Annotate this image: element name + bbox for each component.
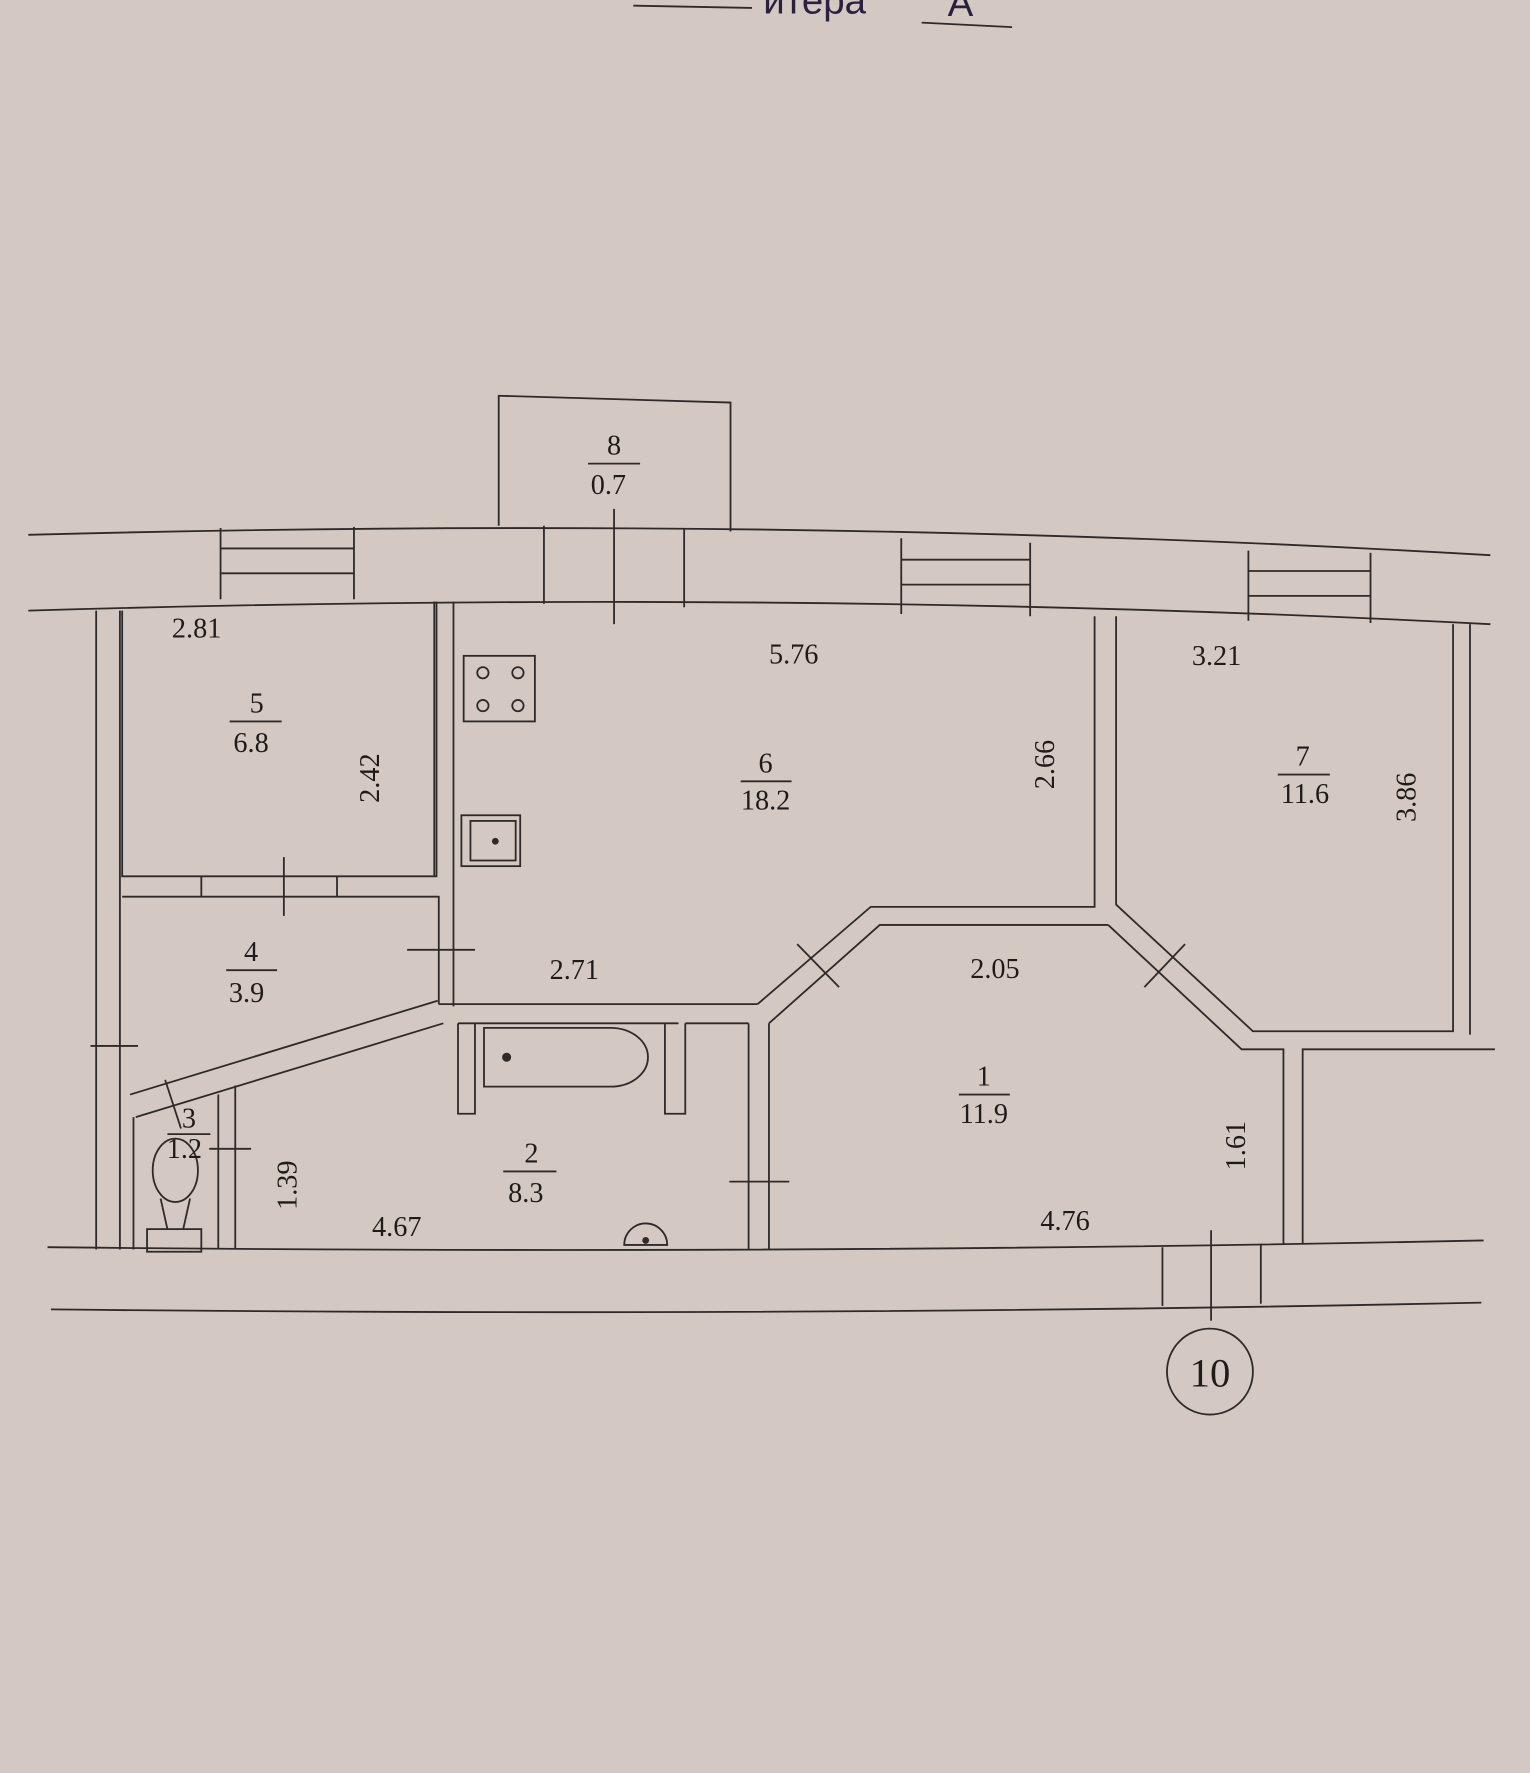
- room-4-label: 43.9: [226, 937, 278, 1009]
- svg-text:10: 10: [1190, 1350, 1231, 1395]
- svg-text:8.3: 8.3: [508, 1178, 543, 1209]
- room-7-label: 711.6: [1277, 742, 1330, 810]
- svg-text:11.6: 11.6: [1281, 779, 1329, 810]
- svg-text:11.9: 11.9: [960, 1099, 1008, 1130]
- svg-text:7: 7: [1296, 742, 1310, 773]
- svg-text:4.76: 4.76: [1040, 1206, 1089, 1237]
- room-2-label: 28.3: [503, 1138, 557, 1209]
- svg-text:2.42: 2.42: [355, 753, 386, 802]
- svg-text:4: 4: [244, 937, 258, 968]
- svg-text:1.2: 1.2: [167, 1134, 202, 1165]
- svg-text:3.21: 3.21: [1192, 641, 1241, 672]
- svg-text:1: 1: [977, 1062, 991, 1093]
- dimension-labels: 2.81 2.42 5.76 2.66 3.21 3.86 2.71 2.05 …: [172, 614, 1423, 1243]
- room-labels: 80.7 56.8 618.2 711.6 43.9 31.2 28.3 111…: [167, 431, 1330, 1209]
- svg-text:3: 3: [182, 1103, 196, 1134]
- header-underline: [633, 4, 753, 9]
- room-5-label: 56.8: [229, 688, 282, 759]
- drain-icon: [623, 1222, 669, 1246]
- walls: [28, 394, 1495, 1321]
- room-1-label: 111.9: [958, 1062, 1010, 1130]
- room-6-label: 618.2: [740, 748, 792, 817]
- svg-text:2: 2: [524, 1138, 538, 1169]
- sink-icon: [460, 814, 522, 868]
- svg-text:5.76: 5.76: [769, 640, 818, 671]
- svg-text:6.8: 6.8: [233, 728, 268, 759]
- bathtub-icon: [483, 1026, 649, 1088]
- room-3-label: 31.2: [167, 1103, 211, 1165]
- svg-text:4.67: 4.67: [372, 1212, 421, 1243]
- room-8-label: 80.7: [588, 431, 641, 501]
- svg-text:5: 5: [250, 688, 264, 719]
- litera-value: А: [948, 0, 974, 25]
- stove-icon: [462, 654, 536, 723]
- svg-text:1.61: 1.61: [1221, 1121, 1252, 1170]
- svg-text:6: 6: [759, 748, 773, 779]
- litera-underline: [921, 21, 1013, 29]
- svg-text:3.86: 3.86: [1392, 773, 1423, 822]
- header-label: итера: [763, 0, 866, 23]
- svg-text:18.2: 18.2: [741, 786, 790, 817]
- apartment-number-badge: 10: [1166, 1327, 1254, 1416]
- svg-text:2.66: 2.66: [1030, 740, 1061, 789]
- svg-text:8: 8: [607, 431, 621, 462]
- toilet-icon: [146, 1137, 203, 1253]
- svg-text:3.9: 3.9: [229, 978, 264, 1009]
- svg-text:1.39: 1.39: [272, 1160, 303, 1209]
- svg-text:2.71: 2.71: [550, 955, 599, 986]
- svg-text:2.81: 2.81: [172, 614, 221, 645]
- svg-text:2.05: 2.05: [970, 954, 1019, 985]
- svg-text:0.7: 0.7: [591, 470, 626, 501]
